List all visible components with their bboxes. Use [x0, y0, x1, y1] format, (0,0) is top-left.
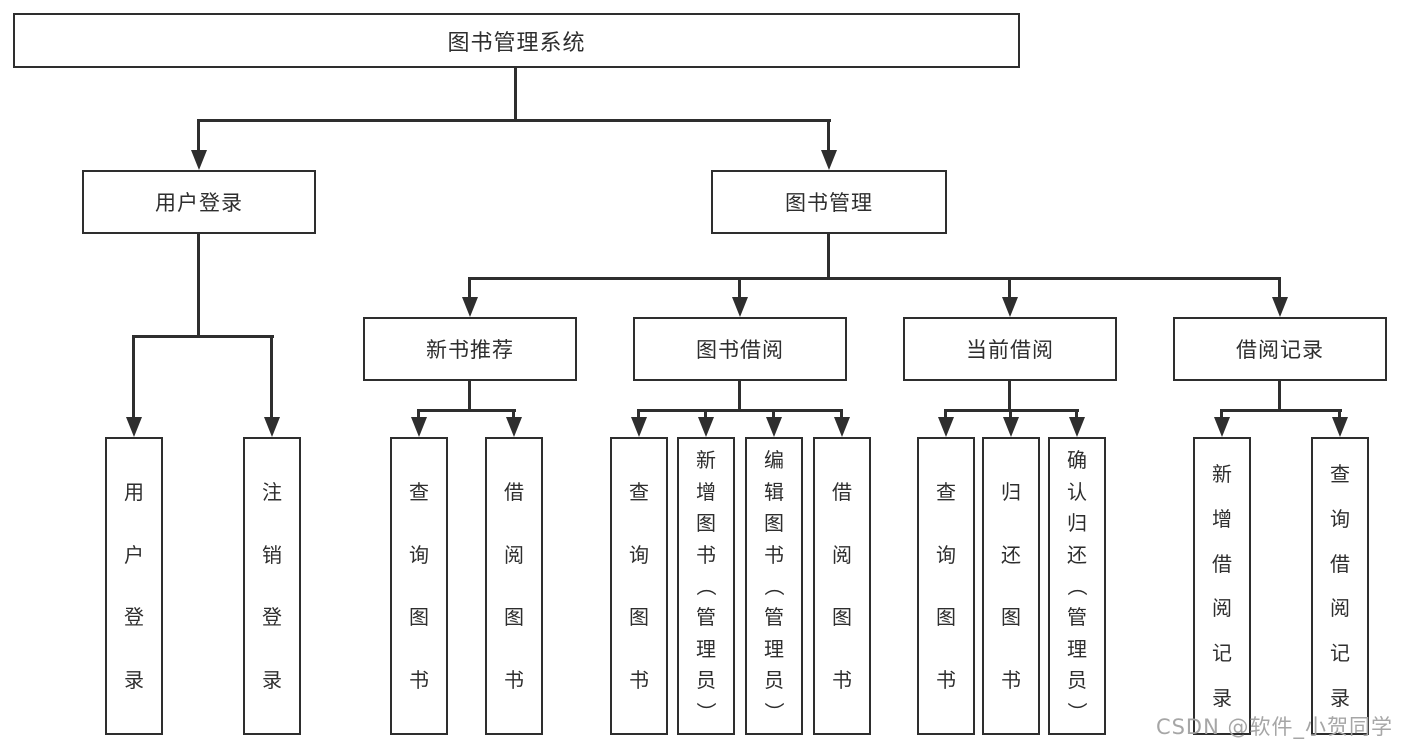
leaf-borrow-books-1-label: 借阅图书: [504, 479, 524, 693]
leaf-query-books-3: 查询图书: [917, 437, 975, 735]
leaf-borrow-books-2: 借阅图书: [813, 437, 871, 735]
arrow-down-icon: [938, 417, 954, 437]
leaf-borrow-books-1: 借阅图书: [485, 437, 543, 735]
arrow-down-icon: [1272, 297, 1288, 317]
leaf-query-books-1: 查询图书: [390, 437, 448, 735]
leaf-user-login: 用户登录: [105, 437, 163, 735]
node-book-management: 图书管理: [711, 170, 947, 234]
leaf-edit-books-admin-label: 编辑图书（管理员）: [762, 448, 786, 722]
node-current-borrow: 当前借阅: [903, 317, 1117, 381]
arrow-down-icon: [191, 150, 207, 170]
arrow-down-icon: [766, 417, 782, 437]
arrow-down-icon: [1332, 417, 1348, 437]
arrow-down-icon: [506, 417, 522, 437]
leaf-add-borrow-record-label: 新增借阅记录: [1212, 461, 1232, 711]
node-root-system: 图书管理系统: [13, 13, 1020, 68]
arrow-down-icon: [698, 417, 714, 437]
arrow-down-icon: [411, 417, 427, 437]
leaf-logout-label: 注销登录: [262, 479, 282, 693]
node-user-login: 用户登录: [82, 170, 316, 234]
leaf-logout: 注销登录: [243, 437, 301, 735]
arrow-down-icon: [462, 297, 478, 317]
leaf-query-borrow-record-label: 查询借阅记录: [1330, 461, 1350, 711]
leaf-edit-books-admin: 编辑图书（管理员）: [745, 437, 803, 735]
arrow-down-icon: [1214, 417, 1230, 437]
leaf-query-books-2: 查询图书: [610, 437, 668, 735]
node-new-book-recommend: 新书推荐: [363, 317, 577, 381]
leaf-query-borrow-record: 查询借阅记录: [1311, 437, 1369, 735]
arrow-down-icon: [732, 297, 748, 317]
arrow-down-icon: [631, 417, 647, 437]
node-book-borrow: 图书借阅: [633, 317, 847, 381]
leaf-add-books-admin-label: 新增图书（管理员）: [694, 448, 718, 722]
leaf-borrow-books-2-label: 借阅图书: [832, 479, 852, 693]
arrow-down-icon: [1002, 297, 1018, 317]
leaf-confirm-return-admin-label: 确认归还（管理员）: [1065, 448, 1089, 722]
leaf-return-books: 归还图书: [982, 437, 1040, 735]
arrow-down-icon: [1069, 417, 1085, 437]
leaf-add-borrow-record: 新增借阅记录: [1193, 437, 1251, 735]
arrow-down-icon: [834, 417, 850, 437]
node-borrow-records: 借阅记录: [1173, 317, 1387, 381]
leaf-add-books-admin: 新增图书（管理员）: [677, 437, 735, 735]
csdn-watermark: CSDN @软件_小贺同学: [1155, 715, 1393, 739]
arrow-down-icon: [126, 417, 142, 437]
leaf-confirm-return-admin: 确认归还（管理员）: [1048, 437, 1106, 735]
arrow-down-icon: [264, 417, 280, 437]
leaf-user-login-label: 用户登录: [124, 479, 144, 693]
leaf-return-books-label: 归还图书: [1001, 479, 1021, 693]
arrow-down-icon: [821, 150, 837, 170]
leaf-query-books-1-label: 查询图书: [409, 479, 429, 693]
arrow-down-icon: [1003, 417, 1019, 437]
leaf-query-books-3-label: 查询图书: [936, 479, 956, 693]
leaf-query-books-2-label: 查询图书: [629, 479, 649, 693]
